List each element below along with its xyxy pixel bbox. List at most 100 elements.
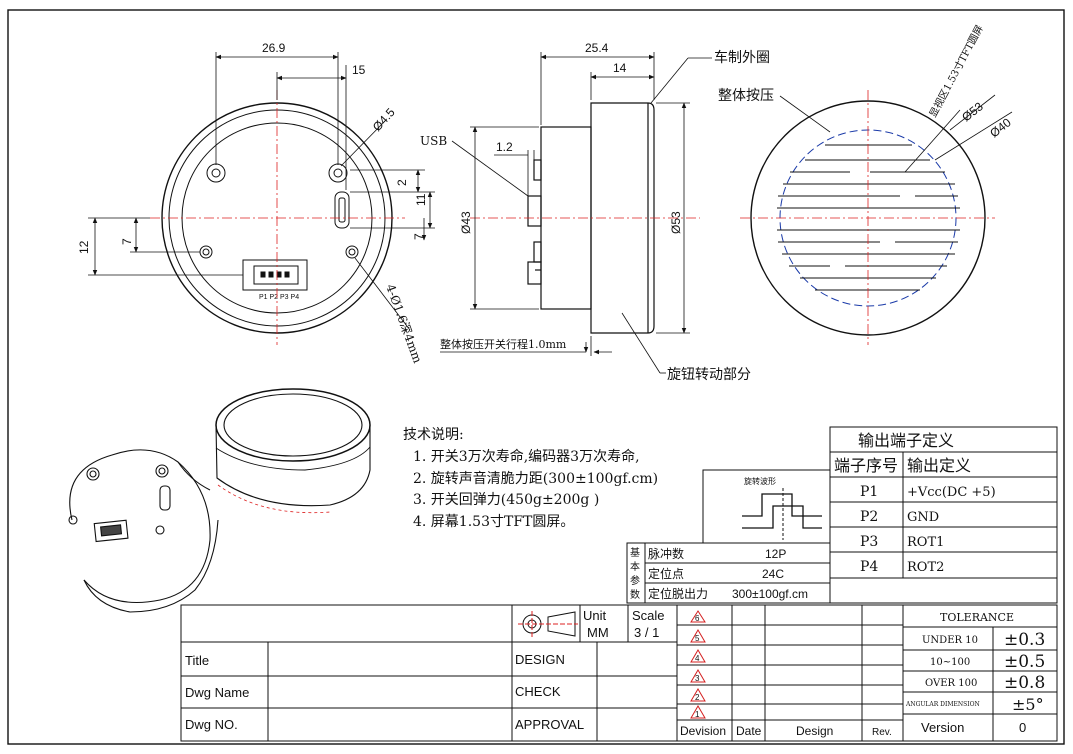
param-value-1: 12P xyxy=(765,547,786,561)
iso-top-face xyxy=(215,388,371,462)
usb-label: USB xyxy=(420,134,447,148)
terminal-pin-3: P3 xyxy=(860,534,878,550)
dim-12: 12 xyxy=(77,240,91,254)
rev-mark-3: 3 xyxy=(695,674,700,683)
tol-value-1: ±0.3 xyxy=(1004,630,1045,650)
params-side-3: 参 xyxy=(630,574,640,587)
basic-params-table xyxy=(626,542,831,604)
rev-header-rev: Rev. xyxy=(872,727,892,738)
dim-7-left: 7 xyxy=(120,238,134,245)
param-name-1: 脉冲数 xyxy=(648,546,684,561)
dim-2: 2 xyxy=(395,179,409,186)
approval-approval: APPROVAL xyxy=(515,717,584,732)
tol-value-4: ±5° xyxy=(1012,695,1044,714)
tech-notes-title: 技术说明: xyxy=(403,427,464,443)
row-dwg-no: Dwg NO. xyxy=(185,717,238,732)
terminal-pin-1: P1 xyxy=(860,484,878,500)
terminal-pin-2: P2 xyxy=(860,509,878,525)
side-knob xyxy=(590,102,655,334)
dim-14: 14 xyxy=(613,61,627,75)
iso-knob-body xyxy=(215,424,371,507)
param-value-2: 24C xyxy=(762,567,784,581)
dim-53-side: Ø53 xyxy=(669,211,683,234)
pin-labels: P1 P2 P3 P4 xyxy=(259,294,299,301)
front-centerlines xyxy=(150,90,405,345)
title-block xyxy=(180,604,1058,742)
waveform-a xyxy=(742,493,822,517)
scale-value: 3 / 1 xyxy=(634,625,659,640)
usb-port xyxy=(334,191,350,229)
tol-label-1: UNDER 10 xyxy=(922,635,978,646)
tol-label-4: ANGULAR DIMENSION xyxy=(905,701,980,708)
holes-note: 4-Ø1.6深4mm xyxy=(383,282,425,365)
sheet-border xyxy=(7,9,1065,745)
outer-ring-label: 车制外圈 xyxy=(714,49,770,66)
waveform-b xyxy=(742,505,822,529)
row-title: Title xyxy=(185,653,209,668)
rev-header-date: Date xyxy=(736,724,762,738)
tolerance-title: TOLERANCE xyxy=(940,611,1014,624)
top-centerlines xyxy=(740,90,995,345)
terminal-def-1: +Vcc(DC +5) xyxy=(907,485,996,500)
dim-top-40-leader xyxy=(934,111,1013,161)
dim-7-right: 7 xyxy=(412,233,426,240)
rev-header-design: Design xyxy=(796,724,833,738)
tol-label-3: OVER 100 xyxy=(925,678,977,689)
terminal-title: 输出端子定义 xyxy=(858,431,954,450)
params-side-1: 基 xyxy=(630,546,640,559)
terminal-pin-4: P4 xyxy=(860,559,878,575)
params-side-2: 本 xyxy=(630,560,640,573)
screen-hatching xyxy=(777,144,960,291)
tech-notes: 技术说明: 1. 开关3万次寿命,编码器3万次寿命, 2. 旋转声音清脆力距(3… xyxy=(403,427,658,530)
dim-26-9: 26.9 xyxy=(262,41,286,55)
side-usb xyxy=(527,195,542,227)
top-outer-circle xyxy=(750,100,986,336)
mount-hole-bl xyxy=(199,245,213,259)
approval-design: DESIGN xyxy=(515,652,565,667)
rotate-leader xyxy=(621,312,661,374)
tech-note-4: 4. 屏幕1.53寸TFT圆屏。 xyxy=(413,514,574,530)
terminal-def-2: GND xyxy=(907,510,939,525)
params-side-4: 数 xyxy=(630,588,640,601)
rev-mark-6: 6 xyxy=(695,614,700,623)
output-terminal-table xyxy=(829,426,1058,604)
param-name-2: 定位点 xyxy=(648,566,684,581)
rev-header-devision: Devision xyxy=(680,724,726,738)
revision-markers xyxy=(690,610,706,719)
version-value: 0 xyxy=(1019,720,1026,735)
ring-leader xyxy=(650,57,689,104)
dim-15: 15 xyxy=(352,63,366,77)
display-leader xyxy=(904,109,961,173)
terminal-def-4: ROT2 xyxy=(907,560,944,575)
dim-top-53: Ø53 xyxy=(959,99,986,124)
row-dwg-name: Dwg Name xyxy=(185,685,249,700)
dim-hole-dia: Ø4.5 xyxy=(370,105,398,134)
unit-value: MM xyxy=(587,625,609,640)
terminal-header-def: 输出定义 xyxy=(907,456,971,475)
waveform-label: 旋转波形 xyxy=(744,476,776,486)
param-name-3: 定位脱出力 xyxy=(648,586,708,601)
dim-25-4: 25.4 xyxy=(585,41,609,55)
dim-43: Ø43 xyxy=(459,211,473,234)
rev-mark-2: 2 xyxy=(695,693,700,702)
scale-label: Scale xyxy=(632,608,665,623)
terminal-def-3: ROT1 xyxy=(907,535,944,550)
tech-note-2: 2. 旋转声音清脆力距(300±100gf.cm) xyxy=(413,470,658,487)
version-label: Version xyxy=(921,720,964,735)
dim-1-2: 1.2 xyxy=(496,140,513,154)
rev-mark-1: 1 xyxy=(695,710,700,719)
dim-11: 11 xyxy=(414,193,428,206)
param-value-3: 300±100gf.cm xyxy=(732,587,808,601)
iso-usb xyxy=(159,485,171,511)
pin-connector xyxy=(242,259,308,291)
iso-connector xyxy=(93,519,129,543)
tol-value-2: ±0.5 xyxy=(1004,652,1045,672)
press-whole-label: 整体按压 xyxy=(718,88,774,104)
dim-top-40: Ø40 xyxy=(987,115,1014,140)
rev-mark-5: 5 xyxy=(695,634,700,643)
rev-mark-4: 4 xyxy=(695,654,700,663)
projection-symbol-icon xyxy=(518,611,578,637)
press-leader xyxy=(779,95,831,133)
press-travel-label: 整体按压开关行程1.0mm xyxy=(440,337,567,351)
